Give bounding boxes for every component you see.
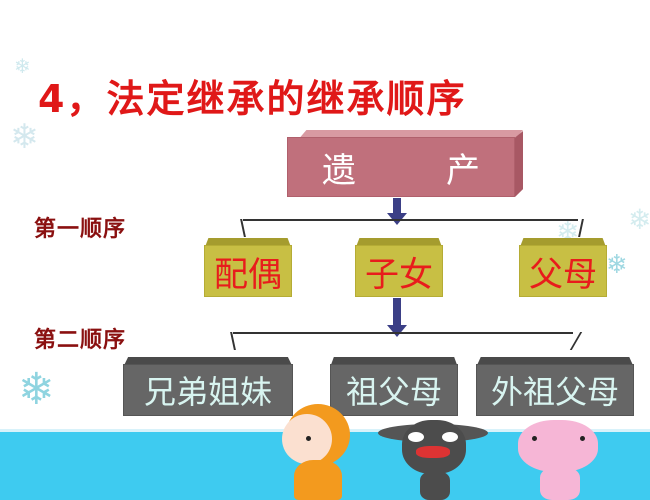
heir-maternal-grandparents: 外祖父母: [476, 364, 634, 416]
snowflake-icon: ❄: [10, 117, 39, 157]
heir-siblings: 兄弟姐妹: [123, 364, 293, 416]
first-order-connector: [243, 219, 578, 221]
connector-right-tick: [569, 332, 583, 350]
slide-title: 4，法定继承的继承顺序: [38, 77, 467, 121]
root-box-top: [299, 130, 523, 138]
heir-box-top: [520, 238, 606, 245]
heir-parents: 父母: [519, 245, 607, 297]
snowflake-icon: ❄: [14, 54, 31, 78]
root-box-side: [515, 131, 523, 197]
arrow-shaft: [393, 298, 401, 326]
estate-box: [287, 137, 515, 197]
pink-creature-character: [518, 414, 604, 500]
estate-label: 遗 产: [322, 150, 480, 191]
heir-spouse: 配偶: [204, 245, 292, 297]
orange-monkey-character: [278, 404, 358, 500]
arrow-shaft: [393, 198, 401, 214]
heir-box-top: [124, 357, 292, 364]
heir-box-top: [331, 357, 457, 364]
connector-left-tick: [240, 219, 246, 237]
heir-children: 子女: [355, 245, 443, 297]
down-arrow-icon: [387, 325, 407, 337]
heir-box-top: [356, 238, 442, 245]
heir-box-top: [205, 238, 291, 245]
second-order-label: 第二顺序: [34, 327, 127, 353]
connector-left-tick: [230, 332, 236, 350]
heir-paternal-grandparents: 祖父母: [330, 364, 458, 416]
snowflake-icon: ❄: [18, 364, 55, 415]
gray-dog-character: [378, 404, 488, 500]
snowflake-icon: ❄: [628, 203, 650, 236]
snowflake-icon: ❄: [606, 250, 628, 280]
heir-box-top: [477, 357, 633, 364]
first-order-label: 第一顺序: [34, 216, 127, 242]
second-order-connector: [233, 332, 573, 334]
